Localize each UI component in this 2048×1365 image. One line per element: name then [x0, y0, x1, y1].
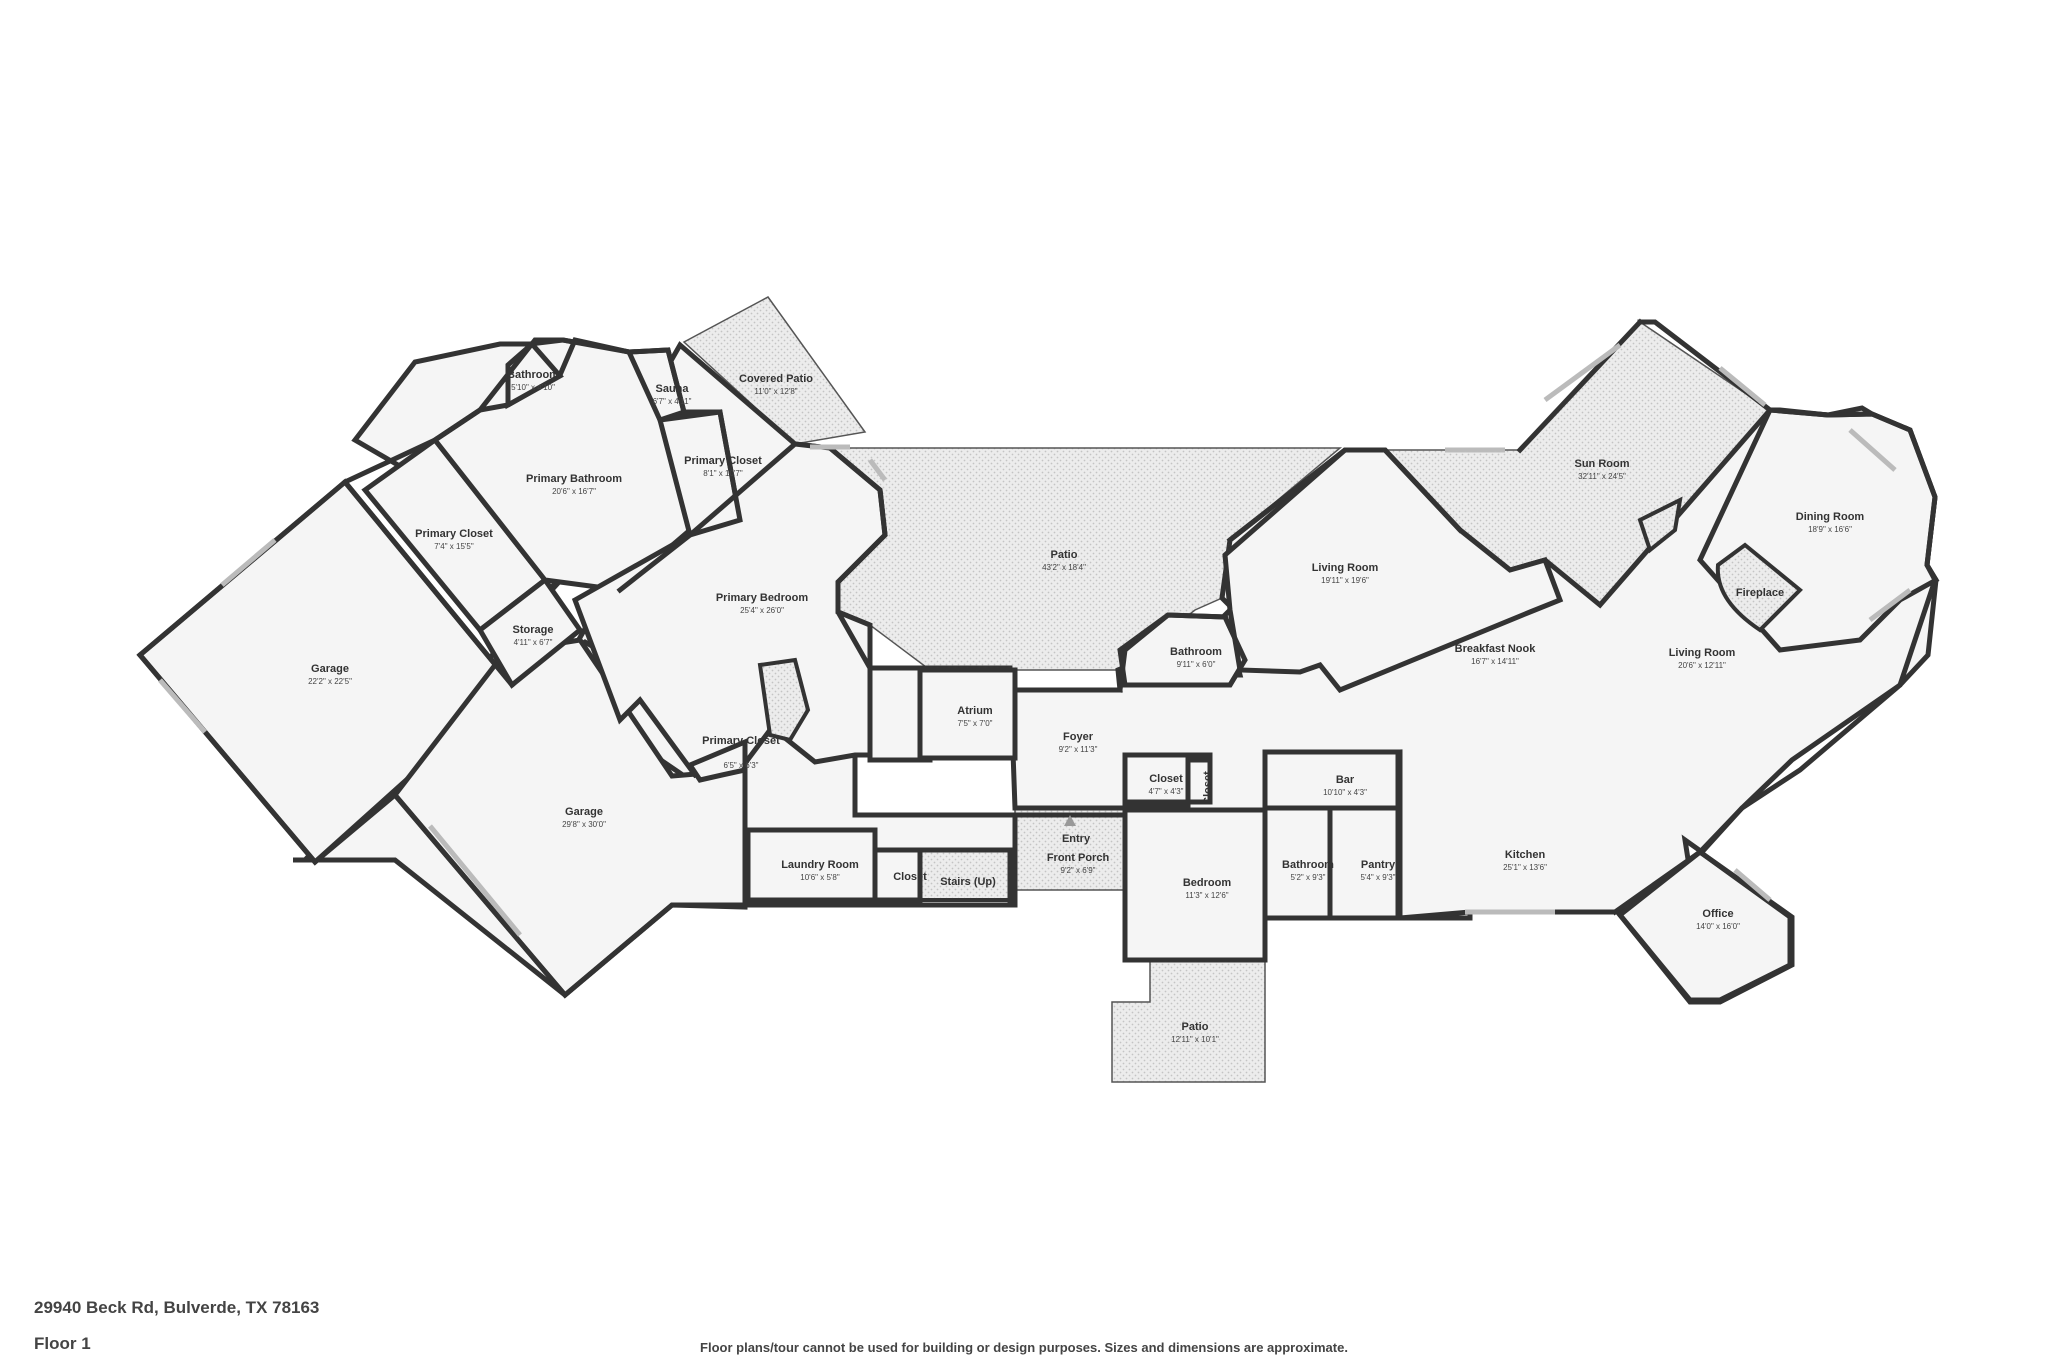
- svg-text:20'6" x 16'7": 20'6" x 16'7": [552, 487, 596, 496]
- window: [1848, 428, 1897, 472]
- label-garage-left: Garage: [311, 663, 349, 675]
- label-atrium: Atrium: [957, 705, 993, 717]
- label-garage-right: Garage: [565, 806, 603, 818]
- label-pantry: Pantry: [1361, 859, 1396, 871]
- label-closet-vertical: Closet: [1202, 771, 1214, 805]
- label-patio-main: Patio: [1051, 549, 1078, 561]
- svg-text:5'2" x 9'3": 5'2" x 9'3": [1291, 873, 1326, 882]
- stairs-room: [918, 848, 1012, 902]
- wall-interior-3: [1122, 752, 1213, 805]
- floor-label: Floor 1: [34, 1334, 91, 1353]
- wall-interior-2: [745, 827, 1013, 908]
- wall-bedroom-patio: [826, 444, 888, 758]
- label-bar: Bar: [1336, 774, 1355, 786]
- svg-text:32'11" x 24'5": 32'11" x 24'5": [1578, 472, 1626, 481]
- label-primary-closet-a: Primary Closet: [684, 455, 762, 467]
- label-sun-room: Sun Room: [1575, 458, 1630, 470]
- svg-text:10'10" x 4'3": 10'10" x 4'3": [1323, 788, 1367, 797]
- svg-text:14'0" x 16'0": 14'0" x 16'0": [1696, 922, 1740, 931]
- svg-text:6'7" x 4'11": 6'7" x 4'11": [653, 397, 692, 406]
- svg-text:8'1" x 10'7": 8'1" x 10'7": [703, 469, 743, 478]
- sun-room-pillar: [1637, 496, 1683, 554]
- label-sauna: Sauna: [655, 383, 689, 395]
- label-living-room-a: Living Room: [1312, 562, 1379, 574]
- label-closet-small: Closet: [893, 871, 927, 883]
- label-stairs: Stairs (Up): [940, 876, 996, 888]
- window: [868, 458, 887, 482]
- svg-text:22'2" x 22'5": 22'2" x 22'5": [308, 677, 352, 686]
- svg-text:9'2" x 11'3": 9'2" x 11'3": [1059, 745, 1098, 754]
- svg-text:25'1" x 13'6": 25'1" x 13'6": [1503, 863, 1547, 872]
- label-office: Office: [1702, 908, 1733, 920]
- svg-text:5'4" x 9'3": 5'4" x 9'3": [1361, 873, 1396, 882]
- primary-bath-column: [757, 657, 811, 743]
- window: [158, 678, 207, 734]
- label-primary-closet-c-1: Primary Closet: [702, 735, 780, 747]
- svg-text:29'8" x 30'0": 29'8" x 30'0": [562, 820, 606, 829]
- wall-interior-4: [1262, 749, 1401, 921]
- window: [1543, 342, 1622, 403]
- label-storage: Storage: [513, 624, 554, 636]
- storage-room: [476, 576, 584, 689]
- svg-text:9'11" x 6'0": 9'11" x 6'0": [1177, 660, 1216, 669]
- label-fireplace: Fireplace: [1736, 587, 1784, 599]
- label-living-room-b: Living Room: [1669, 647, 1736, 659]
- window: [220, 538, 277, 587]
- svg-text:7'5" x 7'0": 7'5" x 7'0": [958, 719, 993, 728]
- svg-text:18'9" x 16'6": 18'9" x 16'6": [1808, 525, 1852, 534]
- svg-text:9'2" x 6'9": 9'2" x 6'9": [1061, 866, 1096, 875]
- exterior-wall: [136, 337, 743, 659]
- label-laundry: Laundry Room: [781, 859, 859, 871]
- svg-text:4'7" x 4'3": 4'7" x 4'3": [1149, 787, 1184, 796]
- label-patio-small: Patio: [1182, 1021, 1209, 1033]
- wall-living-a: [1226, 447, 1464, 544]
- label-primary-closet-b: Primary Closet: [415, 528, 493, 540]
- label-closet-mid: Closet: [1149, 773, 1183, 785]
- window: [1718, 366, 1767, 407]
- label-bathroom-top: Bathroom: [507, 369, 559, 381]
- svg-text:11'3" x 12'6": 11'3" x 12'6": [1185, 891, 1228, 900]
- entry-arrow-icon: [1064, 815, 1076, 826]
- room-labels: Bathroom 5'10" x 4'10" Sauna 6'7" x 4'11…: [308, 369, 1864, 1044]
- window: [428, 824, 522, 937]
- label-bedroom: Bedroom: [1183, 877, 1232, 889]
- svg-text:5'10" x 4'10": 5'10" x 4'10": [511, 383, 555, 392]
- label-foyer: Foyer: [1063, 731, 1094, 743]
- label-primary-bathroom: Primary Bathroom: [526, 473, 622, 485]
- svg-text:12'11" x 10'1": 12'11" x 10'1": [1171, 1035, 1219, 1044]
- wall-sunroom: [1516, 318, 1644, 454]
- label-breakfast-nook: Breakfast Nook: [1455, 643, 1537, 655]
- disclaimer-text: Floor plans/tour cannot be used for buil…: [700, 1340, 1348, 1355]
- window: [1868, 588, 1912, 622]
- wall-east: [1637, 319, 1938, 856]
- svg-text:4'11" x 6'7": 4'11" x 6'7": [514, 638, 553, 647]
- wall-interior-8: [341, 478, 516, 689]
- fireplace-shape: [1715, 542, 1803, 633]
- primary-closet-c-room: [686, 738, 748, 783]
- svg-text:19'11" x 19'6": 19'11" x 19'6": [1321, 576, 1369, 585]
- label-primary-bedroom: Primary Bedroom: [716, 592, 809, 604]
- wall-interior-1: [917, 667, 1018, 761]
- label-entry: Entry: [1062, 833, 1091, 845]
- svg-text:43'2" x 18'4": 43'2" x 18'4": [1042, 563, 1086, 572]
- svg-text:16'7" x 14'11": 16'7" x 14'11": [1471, 657, 1519, 666]
- svg-text:7'4" x 15'5": 7'4" x 15'5": [434, 542, 474, 551]
- svg-text:6'5" x 6'3": 6'5" x 6'3": [724, 761, 759, 770]
- bar-room: [1262, 749, 1401, 811]
- label-dining-room: Dining Room: [1796, 511, 1865, 523]
- svg-text:11'0" x 12'8": 11'0" x 12'8": [754, 387, 797, 396]
- property-address: 29940 Beck Rd, Bulverde, TX 78163: [34, 1298, 320, 1317]
- label-kitchen: Kitchen: [1505, 849, 1546, 861]
- label-covered-patio: Covered Patio: [739, 373, 813, 385]
- svg-text:20'6" x 12'11": 20'6" x 12'11": [1678, 661, 1726, 670]
- label-front-porch: Front Porch: [1047, 852, 1110, 864]
- svg-text:25'4" x 26'0": 25'4" x 26'0": [740, 606, 784, 615]
- label-bathroom-mid: Bathroom: [1170, 646, 1222, 658]
- label-bathroom-small: Bathroom: [1282, 859, 1334, 871]
- window: [1733, 868, 1772, 902]
- wall-interior-7: [1117, 612, 1248, 693]
- svg-text:10'6" x 5'8": 10'6" x 5'8": [800, 873, 840, 882]
